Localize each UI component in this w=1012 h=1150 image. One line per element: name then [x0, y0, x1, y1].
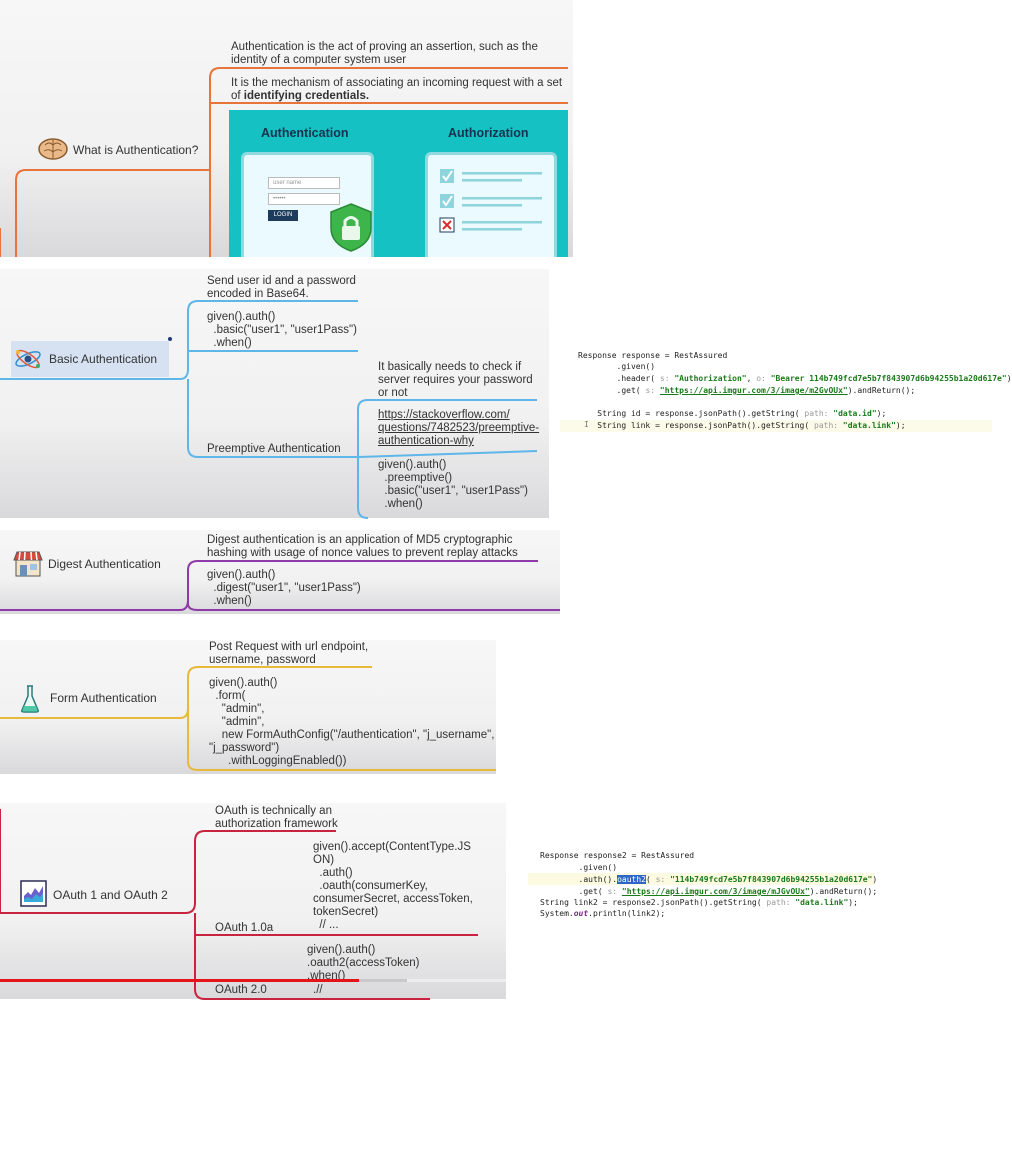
panel4-branches: [0, 666, 496, 771]
flask-icon: [20, 684, 40, 714]
authentication-title: Authentication: [261, 126, 349, 140]
panel-oauth: OAuth 1 and OAuth 2 OAuth is technically…: [0, 803, 506, 1000]
chart-icon: [20, 880, 47, 907]
code-line: Response response2 = RestAssured: [540, 851, 695, 860]
authorization-screen: [425, 152, 557, 257]
oauth2-label: OAuth 2.0: [215, 984, 267, 996]
form-note: Post Request with url endpoint, username…: [209, 641, 369, 666]
authn-vs-authz-illustration: Authentication Authorization user name •…: [229, 110, 568, 257]
code-line: .get( s: "https://api.imgur.com/3/image/…: [578, 386, 916, 395]
stackoverflow-link[interactable]: https://stackoverflow.com/ questions/748…: [378, 409, 540, 447]
panel-form-authentication: Form Authentication Post Request with ur…: [0, 640, 496, 774]
panel2-branches: [0, 300, 538, 519]
video-progress-played: [0, 979, 359, 982]
code-line: System.out.println(link2);: [540, 909, 666, 918]
restassured-oauth2-snippet: Response response2 = RestAssured .given(…: [528, 846, 928, 922]
code-line: .given(): [540, 863, 618, 872]
topic-label: What is Authentication?: [73, 143, 199, 157]
panel-basic-authentication: Basic Authentication Send user id and a …: [0, 269, 549, 519]
code-line: .get( s: "https://api.imgur.com/3/image/…: [540, 887, 878, 896]
login-button: LOGIN: [268, 210, 298, 221]
base64-note: Send user id and a password encoded in B…: [207, 275, 356, 300]
panel5-branches: [0, 809, 478, 1000]
username-field: user name: [268, 177, 340, 189]
topic-label: Form Authentication: [50, 691, 157, 705]
text-cursor-icon: I: [584, 420, 589, 429]
topic-label: Digest Authentication: [48, 557, 161, 571]
preemptive-note: It basically needs to check if server re…: [378, 361, 533, 399]
code-line: .header( s: "Authorization", o: "Bearer …: [578, 374, 1012, 383]
oauth2-code: given().auth() .oauth2(accessToken) .whe…: [307, 944, 420, 982]
code-line: Response response = RestAssured: [578, 351, 728, 360]
basic-code: given().auth() .basic("user1", "user1Pas…: [207, 311, 357, 349]
mechanism-note: It is the mechanism of associating an in…: [231, 77, 563, 102]
panel-digest-authentication: Digest Authentication Digest authenticat…: [0, 530, 560, 614]
code-line: String link = response.jsonPath().getStr…: [578, 421, 906, 430]
brain-icon: [37, 137, 69, 161]
atom-icon: [13, 344, 43, 374]
current-line-highlight: [560, 420, 992, 432]
password-field: ••••••: [268, 193, 340, 205]
code-line: String link2 = response2.jsonPath().getS…: [540, 898, 858, 907]
permission-checklist: [439, 169, 542, 233]
code-line: String id = response.jsonPath().getStrin…: [578, 409, 887, 418]
storefront-icon: [13, 550, 43, 578]
code-line: .given(): [578, 362, 656, 371]
topic-label: OAuth 1 and OAuth 2: [53, 888, 168, 902]
preemptive-code: given().auth() .preemptive() .basic("use…: [378, 459, 528, 510]
authorization-title: Authorization: [448, 126, 529, 140]
oauth-note: OAuth is technically an authorization fr…: [215, 805, 338, 830]
oauth1-code: given().accept(ContentType.JS ON) .auth(…: [313, 841, 473, 931]
restassured-bearer-snippet: Response response = RestAssured .given()…: [560, 346, 1012, 436]
definition-note: Authentication is the act of proving an …: [231, 41, 538, 66]
oauth2-code-tail: .//: [313, 984, 323, 996]
shield-lock-icon: [329, 202, 373, 252]
topic-label: Basic Authentication: [49, 352, 158, 366]
oauth1-label: OAuth 1.0a: [215, 922, 274, 934]
current-line-highlight: [528, 873, 874, 885]
panel1-branches: [0, 67, 568, 257]
video-progress-buffered: [359, 979, 407, 982]
panel3-branches: [0, 560, 560, 611]
digest-note: Digest authentication is an application …: [207, 534, 518, 559]
form-code: given().auth() .form( "admin", "admin", …: [209, 677, 495, 767]
code-line: .auth().oauth2( s: "114b749fcd7e5b7f8439…: [540, 875, 878, 884]
panel-what-is-authentication: What is Authentication? Authentication i…: [0, 0, 573, 257]
preemptive-label: Preemptive Authentication: [207, 443, 341, 455]
digest-code: given().auth() .digest("user1", "user1Pa…: [207, 569, 361, 607]
